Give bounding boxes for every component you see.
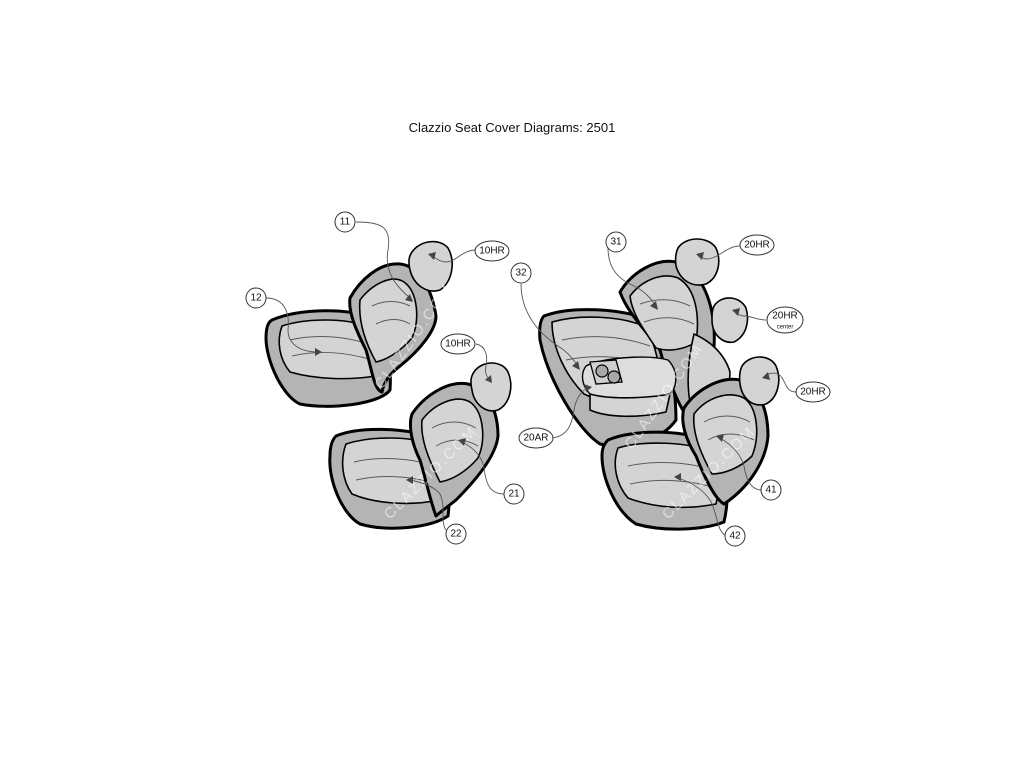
armrest-20ar-base xyxy=(589,393,671,418)
callout-42-label: 42 xyxy=(729,531,741,542)
callout-10hr-front-right: 10HR xyxy=(440,333,476,355)
callout-41-label: 41 xyxy=(765,485,777,496)
callout-22-label: 22 xyxy=(450,529,462,540)
callout-32-label: 32 xyxy=(515,268,527,279)
rear-right-seat xyxy=(600,356,780,531)
callout-42: 42 xyxy=(724,525,746,547)
callout-20hr-center-sub: center xyxy=(777,325,794,331)
callout-10hr-front-left: 10HR xyxy=(474,240,510,262)
callout-22: 22 xyxy=(445,523,467,545)
headrest-10hr-front-left xyxy=(408,240,453,292)
headrest-20hr-center xyxy=(711,297,749,344)
seat-cushion-42-face xyxy=(614,442,719,509)
callout-20hr-a-label: 20HR xyxy=(744,240,770,251)
callout-21-label: 21 xyxy=(508,489,520,500)
seat-front-row-1 xyxy=(264,240,453,408)
cupholder-left xyxy=(595,364,609,378)
callout-41: 41 xyxy=(760,479,782,501)
seat-back-11-face xyxy=(358,278,418,363)
cupholder-right xyxy=(607,370,621,384)
callout-10hr-a-label: 10HR xyxy=(479,246,505,257)
callout-12-label: 12 xyxy=(250,293,262,304)
diagram-title: Clazzio Seat Cover Diagrams: 2501 xyxy=(408,120,616,135)
callout-20hr-b-label: 20HR xyxy=(800,387,826,398)
headrest-10hr-front-right xyxy=(470,362,512,412)
headrest-20hr-left xyxy=(674,238,720,286)
callout-20hr-left: 20HR xyxy=(739,234,775,256)
callout-11: 11 xyxy=(334,211,356,233)
seat-front-row-2 xyxy=(328,362,512,530)
headrest-20hr-right xyxy=(738,356,780,406)
callout-11-label: 11 xyxy=(340,217,351,228)
leader-lines xyxy=(265,221,797,537)
callout-31-label: 31 xyxy=(610,237,622,248)
callout-10hr-b-label: 10HR xyxy=(445,339,471,350)
callout-31: 31 xyxy=(605,231,627,253)
callout-20ar: 20AR xyxy=(518,427,554,449)
callout-20hr-center-label: 20HR xyxy=(772,311,798,322)
callout-20hr-right: 20HR xyxy=(795,381,831,403)
callout-21: 21 xyxy=(503,483,525,505)
callout-32: 32 xyxy=(510,262,532,284)
callout-20hr-center: 20HR center xyxy=(766,306,804,334)
callout-12: 12 xyxy=(245,287,267,309)
callout-20ar-label: 20AR xyxy=(523,433,548,444)
